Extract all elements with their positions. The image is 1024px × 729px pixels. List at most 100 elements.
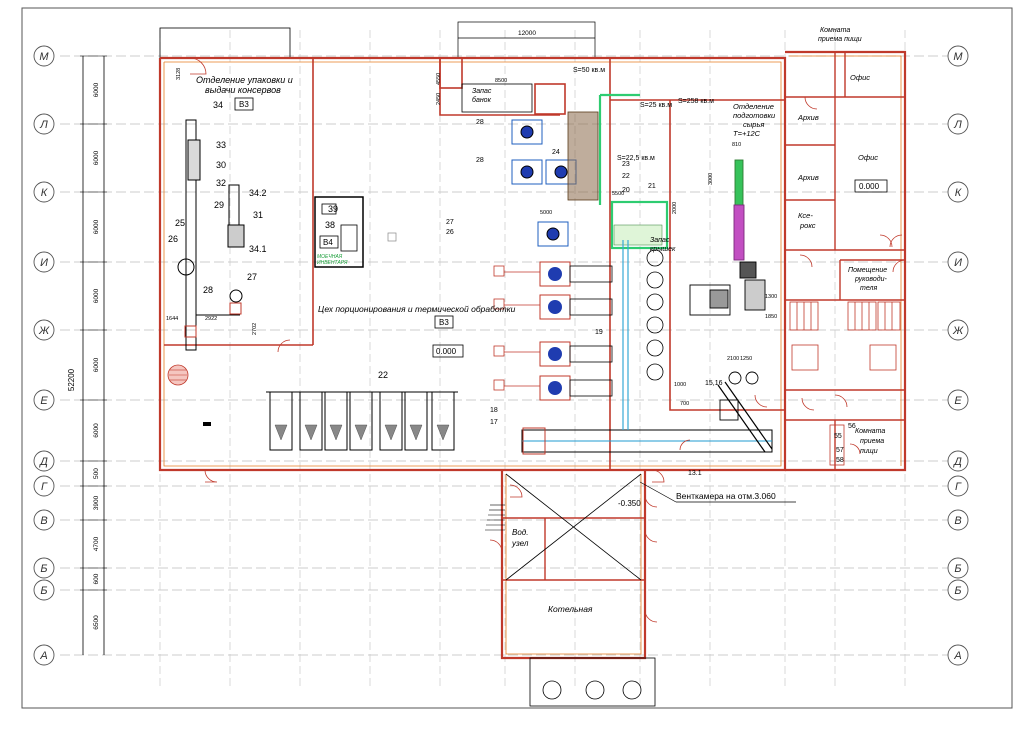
axis-bubble-row-v-right: В [947, 509, 969, 531]
axis-label-row-e: Е [40, 395, 48, 407]
hall-mark [203, 422, 211, 426]
axis-label-row-b2: Б [954, 585, 961, 597]
axis-label-row-d: Д [952, 456, 962, 468]
label-head-room-3: теля [860, 285, 877, 292]
work-table-5 [404, 391, 428, 451]
fire-category-boxes [234, 97, 454, 329]
work-table-1 [299, 391, 323, 451]
dosing-units [511, 119, 577, 247]
label-portioning-hall: Цех порционирования и термической обрабо… [318, 304, 516, 314]
small-dim-12: 1250 [740, 356, 752, 362]
small-dim-3: 2702 [252, 323, 258, 335]
axis-label-row-b1: Б [40, 563, 47, 575]
area-s4: S=22,5 кв.м [617, 155, 655, 162]
equipment-label-23-8: 23 [622, 161, 630, 168]
label-raw-prep-line3: сырья [743, 120, 764, 129]
cooker-1 [493, 294, 613, 320]
equipment-label-19-12: 19 [595, 329, 603, 336]
top-annex [457, 21, 596, 59]
equipment-label-33: 33 [216, 140, 226, 150]
equipment-label-39-1: 39 [328, 204, 338, 214]
cookers [493, 261, 613, 401]
label-archive-1: Архив [797, 113, 819, 122]
storage-tanks [646, 249, 664, 381]
small-dim-16: 810 [732, 142, 741, 148]
equipment-label-28-3: 28 [476, 119, 484, 126]
equipment-label-21-10: 21 [648, 183, 656, 190]
small-dim-2: 2922 [205, 316, 217, 322]
axis-bubble-row-a-right: А [947, 644, 969, 666]
axis-bubble-row-e-left: Е [33, 389, 55, 411]
label-water-unit-2: узел [511, 539, 529, 548]
equipment-label-24-7: 24 [552, 149, 560, 156]
grid-lines [60, 55, 960, 656]
equipment-label-57-19: 57 [836, 447, 844, 454]
small-dim-14: 1000 [674, 382, 686, 388]
axis-label-row-v: В [954, 515, 961, 527]
equipment-label-34.1: 34.1 [249, 244, 267, 254]
equipment-label-27-5: 27 [446, 219, 454, 226]
storage-tank-5 [646, 363, 664, 381]
drain-hatch [169, 369, 187, 381]
equipment-label-28: 28 [203, 285, 213, 295]
label-packing-room-line1: Отделение упаковки и [196, 75, 293, 85]
label-meal-room-top-2: приема пищи [818, 36, 862, 43]
small-dim-8: 5500 [612, 191, 624, 197]
outer-walls-inner-line [163, 55, 902, 655]
label-raw-prep-temp: Т=+12С [733, 129, 761, 138]
work-table-2 [324, 391, 348, 451]
label-xerox-2: рокс [799, 221, 816, 230]
boiler-tank-3 [622, 680, 642, 700]
work-table-chair-5 [409, 424, 423, 441]
stairs [485, 504, 505, 531]
door-swings [189, 57, 906, 623]
axis-bubble-row-k-left: К [33, 181, 55, 203]
label-xerox-1: Ксе- [798, 211, 813, 220]
left-dimension-labels: 6000600060006000600060005003900470060065… [80, 55, 107, 630]
label-packing-room-line2: выдачи консервов [205, 85, 281, 95]
equipment-label-58-20: 58 [836, 457, 844, 464]
label-meal-room-top-1: Комната [820, 27, 850, 34]
work-table-chair-6 [436, 424, 450, 441]
axis-label-row-a: А [39, 650, 47, 662]
level-main: 0.000 [436, 347, 457, 356]
outer-walls [158, 50, 907, 660]
axis-label-row-zh: Ж [952, 325, 964, 337]
dimension-8: 4700 [93, 536, 100, 551]
axis-bubble-row-l-left: Л [33, 113, 55, 135]
axis-label-row-d: Д [38, 456, 48, 468]
work-table-0 [269, 391, 293, 451]
work-table-3 [349, 391, 373, 451]
equipment-label-13-1-15: 13.1 [688, 470, 702, 477]
jar-stock-shelves [567, 111, 599, 201]
raw-prep-walls [439, 57, 785, 470]
level-boxes [432, 179, 888, 358]
equipment-label-26-6: 26 [446, 229, 454, 236]
axis-bubble-row-g-right: Г [947, 475, 969, 497]
storage-tank-1 [646, 271, 664, 289]
dimension-1: 6000 [93, 150, 100, 165]
area-s3: S=258 кв.м [678, 98, 714, 105]
axis-bubble-row-i-left: И [33, 251, 55, 273]
packing-line-equipment [177, 119, 245, 351]
axis-bubble-row-b1-left: Б [33, 557, 55, 579]
washroom-tank [340, 224, 358, 252]
top-dimension: 12000 [518, 30, 536, 37]
label-archive-2: Архив [797, 173, 819, 182]
cooker-0 [493, 261, 613, 287]
axis-label-row-m: М [953, 51, 963, 63]
axis-label-row-l: Л [953, 119, 962, 131]
small-dim-9: 2000 [672, 202, 678, 214]
label-jar-stock-2: банок [472, 96, 492, 104]
equipment-label-22-2: 22 [378, 370, 388, 380]
axis-bubble-row-k-right: К [947, 181, 969, 203]
axis-bubble-row-zh-left: Ж [33, 319, 55, 341]
axis-label-row-i: И [954, 257, 962, 269]
category-b3-hall: В3 [439, 318, 449, 327]
axis-bubble-row-zh-right: Ж [947, 319, 969, 341]
equipment-label-34: 34 [213, 100, 223, 110]
cooker-2 [493, 341, 613, 367]
